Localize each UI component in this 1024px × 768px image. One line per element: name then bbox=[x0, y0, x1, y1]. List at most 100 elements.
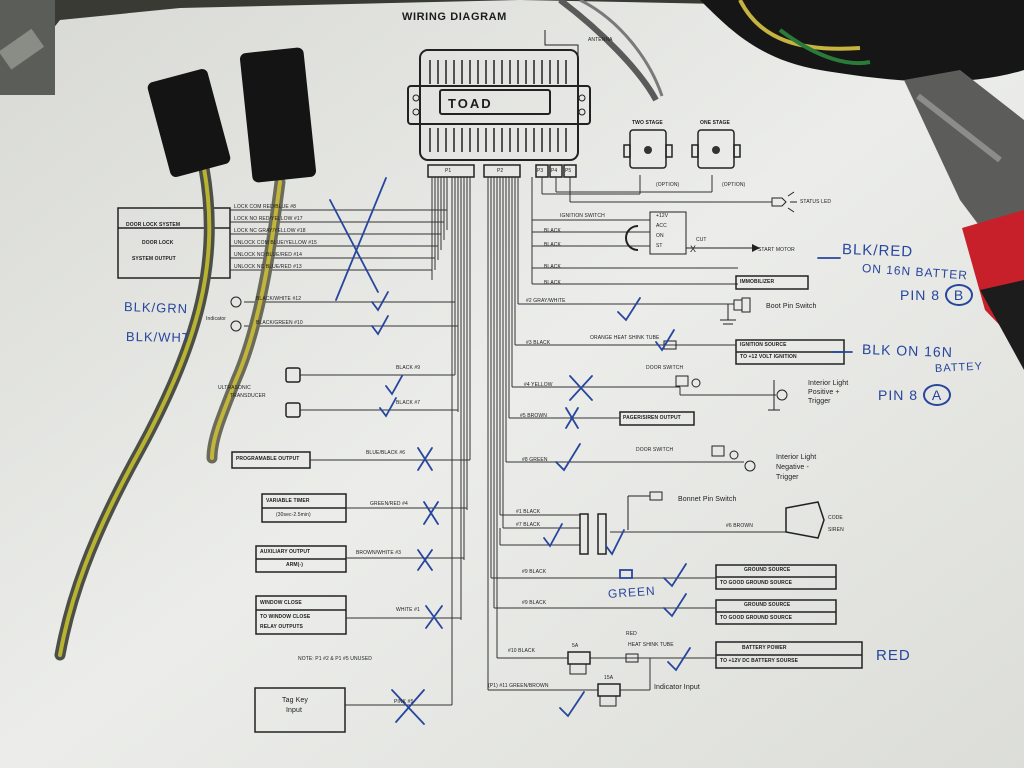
door-switch-2-label: DOOR SWITCH bbox=[636, 447, 674, 453]
hand-pin8-a-text: PIN 8 bbox=[878, 387, 919, 403]
bonnet-label: Bonnet Pin Switch bbox=[678, 496, 737, 503]
interior-neg-2: Negative - bbox=[776, 464, 809, 471]
door-switch-1-label: DOOR SWITCH bbox=[646, 365, 684, 371]
pen-marks bbox=[329, 177, 853, 725]
fuse-5a-label: 5A bbox=[572, 643, 579, 649]
left-boxes bbox=[117, 207, 347, 733]
interior-pos-2: Positive + bbox=[808, 389, 840, 396]
fuse-15a-label: 15A bbox=[604, 675, 614, 681]
one-stage-label: ONE STAGE bbox=[700, 120, 730, 126]
ign-pos-12v: +12V bbox=[656, 213, 669, 219]
ign-pos-st: ST bbox=[656, 243, 663, 249]
p3-label: P3 bbox=[537, 168, 544, 174]
hand-blk-on: BLK ON 16N bbox=[861, 341, 954, 361]
ground-2-title: GROUND SOURCE bbox=[744, 602, 791, 608]
lock-label-3: LOCK NC GRAY/YELLOW #18 bbox=[234, 228, 306, 234]
hand-pin-a-circle: A bbox=[922, 384, 952, 406]
relay-outputs: RELAY OUTPUTS bbox=[260, 624, 303, 630]
antenna-label: ANTENNA bbox=[588, 37, 613, 43]
arm-label: ARM(-) bbox=[286, 562, 303, 568]
tag-input-label: Input bbox=[286, 707, 303, 714]
p5-label: P5 bbox=[565, 168, 572, 174]
immobilizer-box: IMMOBILIZER bbox=[740, 279, 775, 285]
variable-timer: VARIABLE TIMER bbox=[266, 498, 310, 504]
brown-5-label: #5 BROWN bbox=[520, 413, 547, 419]
ign-pos-acc: ACC bbox=[656, 223, 667, 229]
option-label-2: (OPTION) bbox=[722, 182, 746, 188]
black-label-c: BLACK bbox=[544, 264, 561, 270]
black-9b-label: #9 BLACK bbox=[522, 600, 547, 606]
ignition-source-desc: TO +12 VOLT IGNITION bbox=[740, 354, 797, 360]
red-label: RED bbox=[626, 631, 637, 637]
black-label-a: BLACK bbox=[544, 228, 561, 234]
unused-note: NOTE: P1 #2 & P1 #5 UNUSED bbox=[298, 656, 373, 662]
hand-green: GREEN bbox=[607, 583, 657, 601]
hand-pin-b-circle: B bbox=[944, 284, 974, 306]
boot-pin-label: Boot Pin Switch bbox=[766, 303, 817, 310]
two-stage-label: TWO STAGE bbox=[632, 120, 663, 126]
gray-white-label: #2 GRAY/WHITE bbox=[526, 298, 566, 304]
status-led-label: STATUS LED bbox=[800, 199, 832, 205]
timer-range: (30sec-2.5min) bbox=[276, 512, 311, 518]
brown-6-label: #6 BROWN bbox=[726, 523, 753, 529]
diagram-title: WIRING DIAGRAM bbox=[402, 11, 507, 23]
hand-pin8-a: PIN 8 A bbox=[878, 384, 952, 406]
ground-2-desc: TO GOOD GROUND SOURCE bbox=[720, 615, 793, 621]
interior-neg-1: Interior Light bbox=[776, 454, 817, 461]
black-green-label: BLACK/GREEN #10 bbox=[256, 320, 303, 326]
lock-label-5: UNLOCK NO BLUE/RED #14 bbox=[234, 252, 303, 258]
lock-label-4: UNLOCK COM BLUE/YELLOW #15 bbox=[234, 240, 317, 246]
pliers bbox=[904, 70, 1024, 260]
pink-label: PINK #5 bbox=[394, 699, 414, 705]
interior-pos-3: Trigger bbox=[808, 398, 831, 405]
hand-pin8-b: PIN 8 B bbox=[900, 284, 974, 306]
hand-blk-grn: BLK/GRN bbox=[123, 299, 189, 317]
window-close: WINDOW CLOSE bbox=[260, 600, 302, 606]
auxiliary-output: AUXILIARY OUTPUT bbox=[260, 549, 311, 555]
control-unit bbox=[407, 49, 591, 161]
indicator-label: Indicator bbox=[206, 316, 227, 322]
black-1-label: #1 BLACK bbox=[516, 509, 541, 515]
lock-label-2: LOCK NO RED/YELLOW #17 bbox=[234, 216, 303, 222]
p2-wire-bundle bbox=[487, 177, 519, 690]
harness-wires bbox=[54, 162, 286, 661]
siren-modules bbox=[623, 129, 741, 169]
lock-label-6: UNLOCK NC BLUE/RED #13 bbox=[234, 264, 302, 270]
window-close-to: TO WINDOW CLOSE bbox=[260, 614, 311, 620]
hand-red: RED bbox=[876, 647, 911, 664]
door-lock: DOOR LOCK bbox=[142, 240, 174, 246]
p1-wire-bundle bbox=[431, 177, 471, 705]
red-tube-label: HEAT SHINK TUBE bbox=[628, 642, 674, 648]
battery-desc: TO +12V DC BATTERY SOURSE bbox=[720, 658, 799, 664]
code-siren-1: CODE bbox=[828, 515, 843, 521]
battery-title: BATTERY POWER bbox=[742, 645, 787, 651]
green-brown-label: (P1) #11 GREEN/BROWN bbox=[488, 683, 549, 689]
connector-plug-right bbox=[239, 47, 317, 183]
p1-label: P1 bbox=[445, 168, 452, 174]
p4-label: P4 bbox=[551, 168, 558, 174]
black-3-label: #3 BLACK bbox=[526, 340, 551, 346]
ultrasonic-label-2: TRANSDUCER bbox=[230, 393, 266, 399]
black-9-label: BLACK #9 bbox=[396, 365, 421, 371]
hand-blk-red: BLK/RED bbox=[841, 241, 914, 261]
unit-brand: TOAD bbox=[448, 96, 493, 111]
p2-label: P2 bbox=[497, 168, 504, 174]
door-lock-system: DOOR LOCK SYSTEM bbox=[126, 222, 181, 228]
green-red-label: GREEN/RED #4 bbox=[370, 501, 408, 507]
ignition-source-title: IGNITION SOURCE bbox=[740, 342, 787, 348]
hand-blk-wht: BLK/WHT bbox=[125, 329, 191, 346]
ignition-switch-label: IGNITION SWITCH bbox=[560, 213, 605, 219]
system-output: SYSTEM OUTPUT bbox=[132, 256, 176, 262]
black-label-b: BLACK bbox=[544, 242, 561, 248]
white-1-label: WHITE #1 bbox=[396, 607, 420, 613]
lock-label-1: LOCK COM RED/BLUE #8 bbox=[234, 204, 297, 210]
ground-1-desc: TO GOOD GROUND SOURCE bbox=[720, 580, 793, 586]
programable-output: PROGRAMABLE OUTPUT bbox=[236, 456, 300, 462]
svg-text:X: X bbox=[690, 244, 696, 254]
black-white-label: BLACK/WHITE #12 bbox=[256, 296, 302, 302]
cable-bundle-top bbox=[700, 0, 1024, 82]
option-label-1: (OPTION) bbox=[656, 182, 680, 188]
code-siren-2: SIREN bbox=[828, 527, 844, 533]
